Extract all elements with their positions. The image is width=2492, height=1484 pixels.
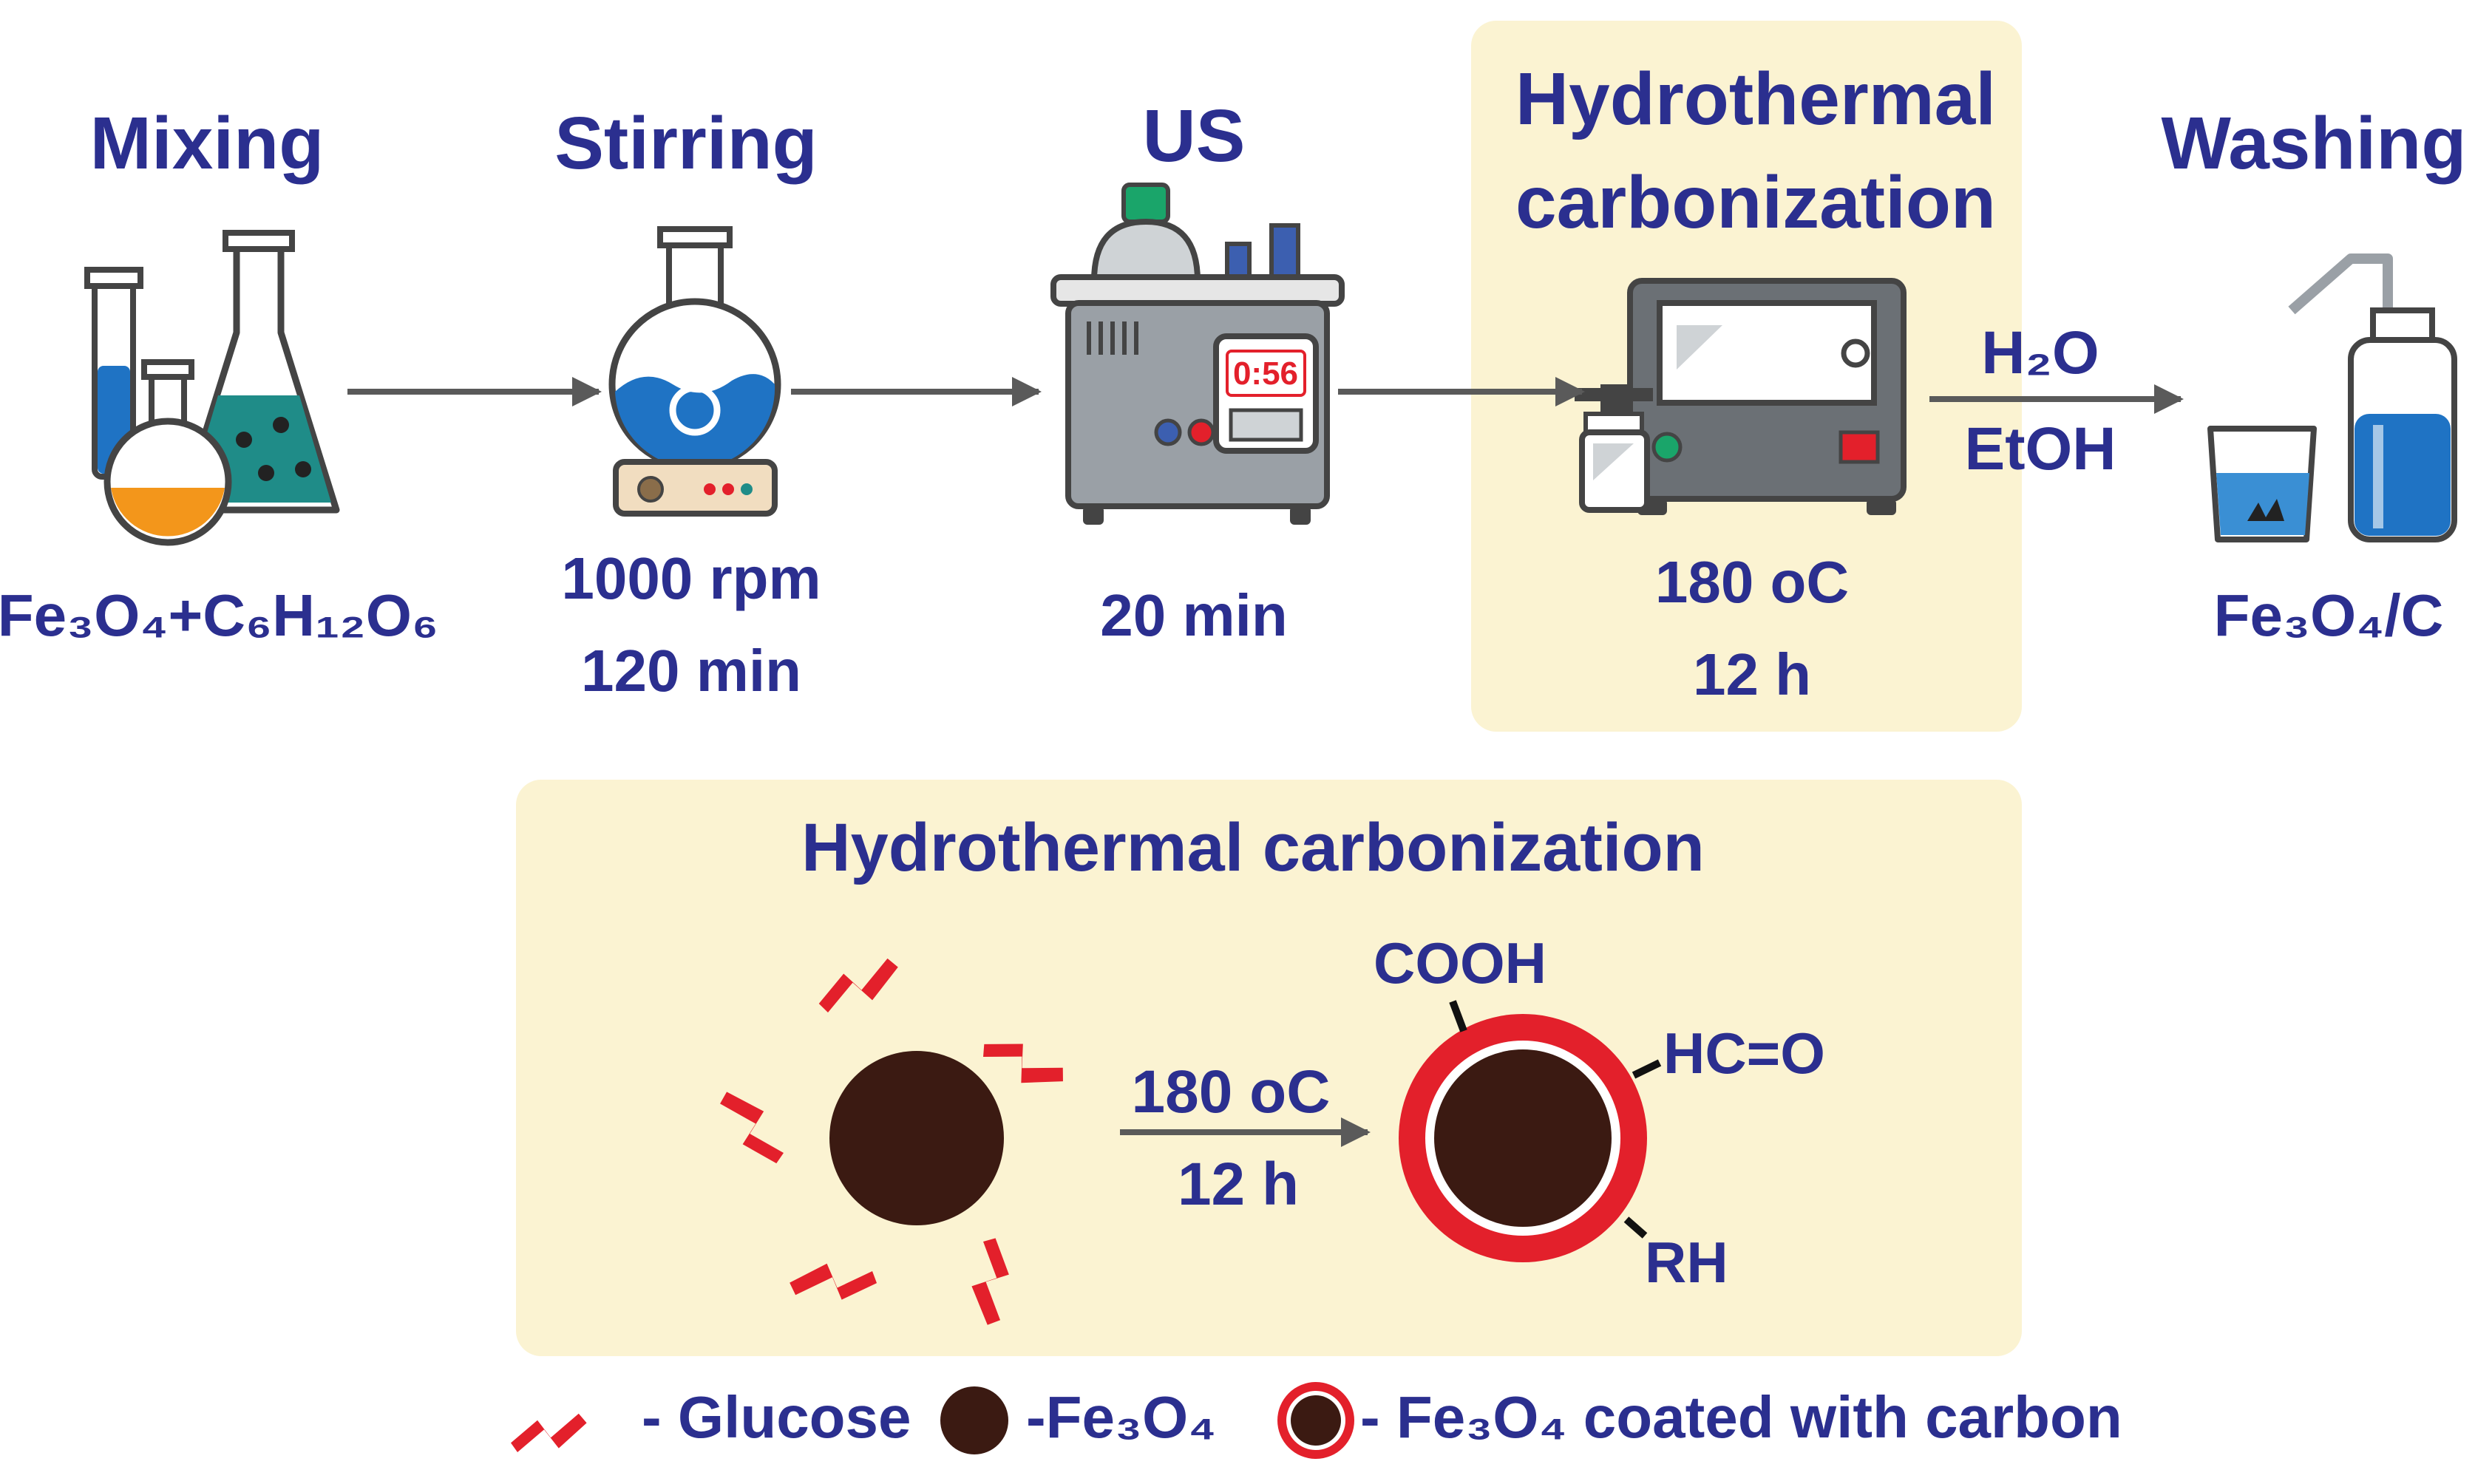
svg-text:US: US <box>1143 95 1246 177</box>
step-mixing-title: Mixing <box>90 102 325 185</box>
step-stirring-detail-time: 120 min <box>581 638 801 704</box>
lab-glassware-icon <box>84 230 340 546</box>
svg-text:carbonization: carbonization <box>1515 161 1996 244</box>
coated-particle-icon <box>1277 1382 1354 1459</box>
step-mixing-detail: Fe₃O₄+C₆H₁₂O₆ <box>0 582 438 648</box>
timer-readout: 0:56 <box>1233 355 1298 392</box>
washing-solvent-ethanol: EtOH <box>1965 415 2116 483</box>
functional-group-rh: RH <box>1645 1230 1728 1295</box>
functional-group-cooh: COOH <box>1374 930 1547 995</box>
wash-bottle-icon <box>2207 253 2457 542</box>
glucose-surrounded-particle <box>716 956 1070 1329</box>
fe3o4-particle-icon <box>940 1386 1008 1454</box>
step-hydrothermal-detail-time: 12 h <box>1693 641 1811 707</box>
ultrasonic-bath-icon: 0:56 <box>1050 183 1345 525</box>
glucose-icon <box>511 1413 587 1452</box>
washing-solvent-water: H₂O <box>1981 319 2099 387</box>
legend-coated-label: - Fe₃O₄ coated with carbon <box>1360 1384 2122 1450</box>
svg-text:Hydrothermal: Hydrothermal <box>1515 58 1996 140</box>
fe3o4-core <box>829 1051 1004 1225</box>
legend-glucose-label: - Glucose <box>642 1384 911 1450</box>
step-washing-detail: Fe₃O₄/C <box>2214 582 2444 648</box>
svg-text:Stirring: Stirring <box>554 102 818 185</box>
step-washing-title: Washing <box>2162 102 2467 185</box>
reaction-temperature: 180 oC <box>1132 1058 1331 1126</box>
legend: - Glucose -Fe₃O₄ - Fe₃O₄ coated with car… <box>511 1382 2122 1459</box>
step-us-title: US <box>1143 95 1246 177</box>
legend-fe3o4-label: -Fe₃O₄ <box>1026 1384 1216 1450</box>
carbon-coated-particle <box>1399 1000 1662 1262</box>
magnetic-stirrer-icon <box>608 226 781 517</box>
step-hydrothermal-title: Hydrothermal carbonization <box>1515 58 1996 244</box>
step-stirring-title: Stirring <box>554 102 818 185</box>
step-stirring-detail-speed: 1000 rpm <box>561 545 821 611</box>
svg-text:Washing: Washing <box>2162 102 2467 185</box>
functional-group-aldehyde: HC=O <box>1663 1021 1825 1086</box>
step-hydrothermal-detail-temp: 180 oC <box>1655 549 1849 615</box>
svg-text:Mixing: Mixing <box>90 102 325 185</box>
mechanism-title: Hydrothermal carbonization <box>801 810 1705 885</box>
reaction-time: 12 h <box>1178 1151 1299 1218</box>
step-us-detail: 20 min <box>1100 582 1287 648</box>
autoclave-oven-icon <box>1575 278 1907 515</box>
